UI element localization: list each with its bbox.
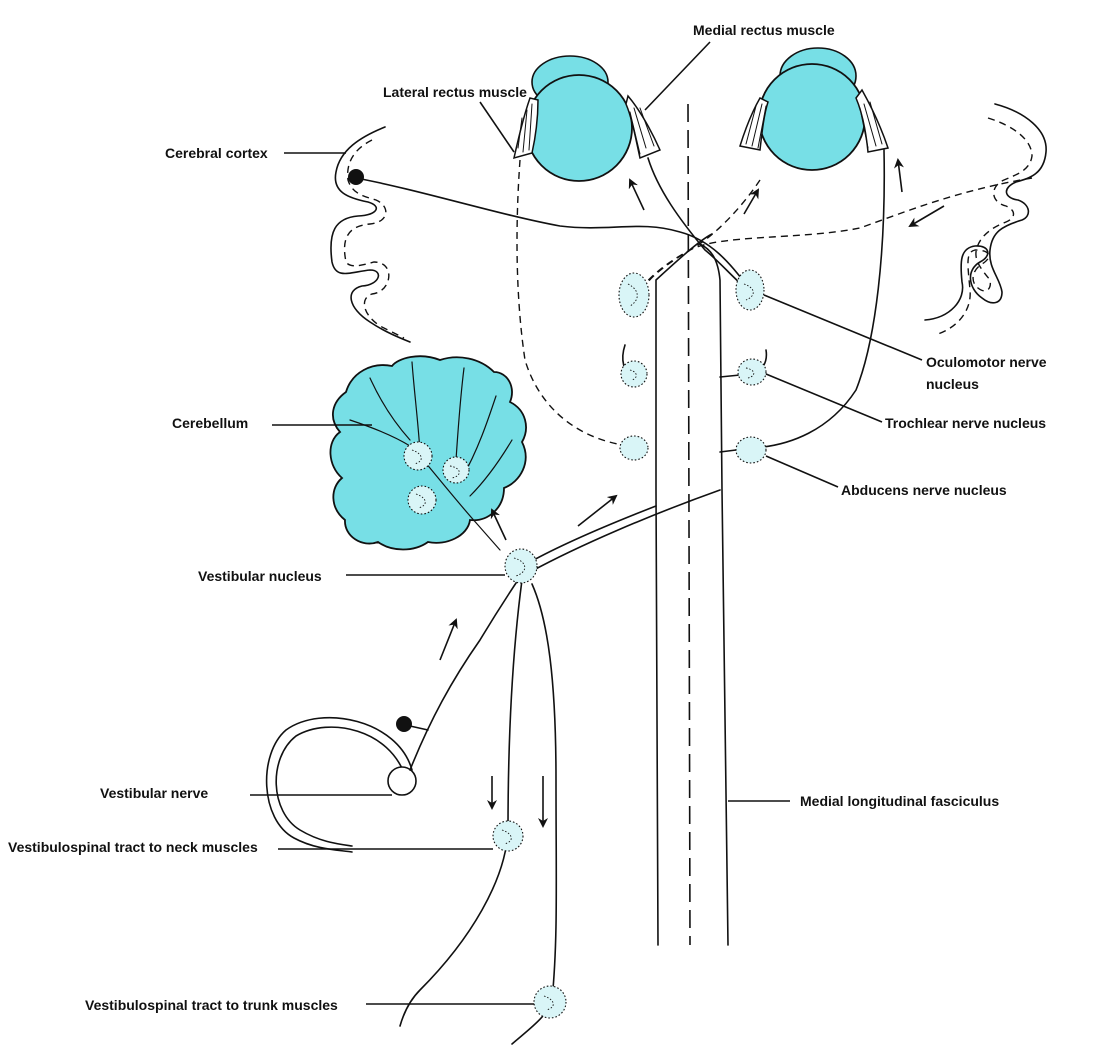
arrow-vestibular-to-mlf bbox=[577, 494, 618, 527]
label-vst-neck: Vestibulospinal tract to neck muscles bbox=[8, 839, 258, 855]
label-mlf: Medial longitudinal fasciculus bbox=[800, 793, 999, 809]
vestibulospinal-tract-neck bbox=[399, 579, 523, 1027]
cerebellar-nucleus-3 bbox=[407, 485, 437, 515]
lateral-rectus-muscle-right bbox=[855, 88, 889, 153]
label-trochlear: Trochlear nerve nucleus bbox=[885, 415, 1046, 431]
neck-motor-nucleus bbox=[492, 820, 524, 852]
vestibular-to-mlf-left bbox=[529, 505, 657, 563]
label-abducens: Abducens nerve nucleus bbox=[841, 482, 1007, 498]
arrow-right-cortex-descending bbox=[908, 205, 945, 228]
abducens-to-lateral-rectus-left-dashed bbox=[516, 159, 631, 447]
medial-rectus-muscle-left bbox=[625, 94, 662, 160]
abducens-nucleus-right bbox=[735, 436, 767, 464]
vestibular-to-mlf-right bbox=[529, 489, 721, 573]
label-oculomotor-line1: Oculomotor nerve bbox=[926, 354, 1047, 370]
right-cortex-dashed-pathway bbox=[639, 177, 1033, 291]
arrow-to-left-medial-rectus bbox=[628, 178, 645, 211]
arrow-to-right-lateral-rectus bbox=[894, 158, 904, 193]
oculomotor-nucleus-left bbox=[618, 272, 650, 318]
label-cerebellum: Cerebellum bbox=[172, 415, 248, 431]
arrow-vestibular-nerve-up bbox=[439, 618, 458, 661]
left-eye bbox=[525, 55, 633, 182]
semicircular-canal bbox=[265, 717, 417, 853]
leader-medial-rectus bbox=[644, 41, 711, 111]
leader-lateral-rectus bbox=[479, 101, 515, 153]
oculomotor-to-medial-rectus-right-dashed bbox=[641, 179, 761, 291]
vestibular-nucleus bbox=[504, 548, 538, 584]
label-lateral-rectus: Lateral rectus muscle bbox=[383, 84, 527, 100]
arrow-to-right-medial-rectus bbox=[743, 188, 760, 215]
label-cerebral-cortex: Cerebral cortex bbox=[165, 145, 268, 161]
label-oculomotor-line2: nucleus bbox=[926, 376, 979, 392]
right-eye bbox=[758, 47, 866, 171]
trunk-motor-nucleus bbox=[533, 985, 567, 1019]
lateral-rectus-muscle-left bbox=[512, 97, 539, 160]
abducens-to-lateral-rectus-right bbox=[751, 149, 886, 449]
leader-oculomotor bbox=[763, 294, 923, 361]
label-medial-rectus: Medial rectus muscle bbox=[693, 22, 835, 38]
label-vst-trunk: Vestibulospinal tract to trunk muscles bbox=[85, 997, 338, 1013]
vestibular-nerve-fiber bbox=[409, 579, 519, 771]
cerebral-cortex-left bbox=[330, 126, 411, 343]
medial-rectus-muscle-right bbox=[739, 97, 769, 151]
trochlear-nucleus-right bbox=[737, 358, 767, 386]
cerebral-cortex-right bbox=[924, 103, 1047, 336]
cerebellar-nucleus-1 bbox=[403, 441, 433, 471]
label-vestibular-nerve: Vestibular nerve bbox=[100, 785, 208, 801]
ganglion-cell-vestibular bbox=[396, 716, 412, 732]
medial-longitudinal-fasciculus bbox=[655, 233, 741, 946]
oculomotor-nucleus-right bbox=[735, 269, 765, 311]
arrow-vestibular-to-cerebellum bbox=[490, 508, 507, 541]
midline-dashed bbox=[687, 103, 691, 946]
oculomotor-to-medial-rectus-left bbox=[647, 157, 749, 291]
leader-abducens bbox=[765, 455, 839, 488]
cortex-to-oculomotor-pathway bbox=[355, 177, 751, 291]
abducens-nucleus-left bbox=[619, 435, 649, 461]
leader-trochlear bbox=[765, 373, 883, 423]
label-vestibular-nucleus: Vestibular nucleus bbox=[198, 568, 322, 584]
vestibulospinal-tract-trunk bbox=[511, 583, 558, 1045]
cerebellar-nucleus-2 bbox=[442, 456, 470, 484]
cortex-neuron-cell bbox=[348, 169, 364, 185]
trochlear-nucleus-left bbox=[620, 360, 648, 388]
